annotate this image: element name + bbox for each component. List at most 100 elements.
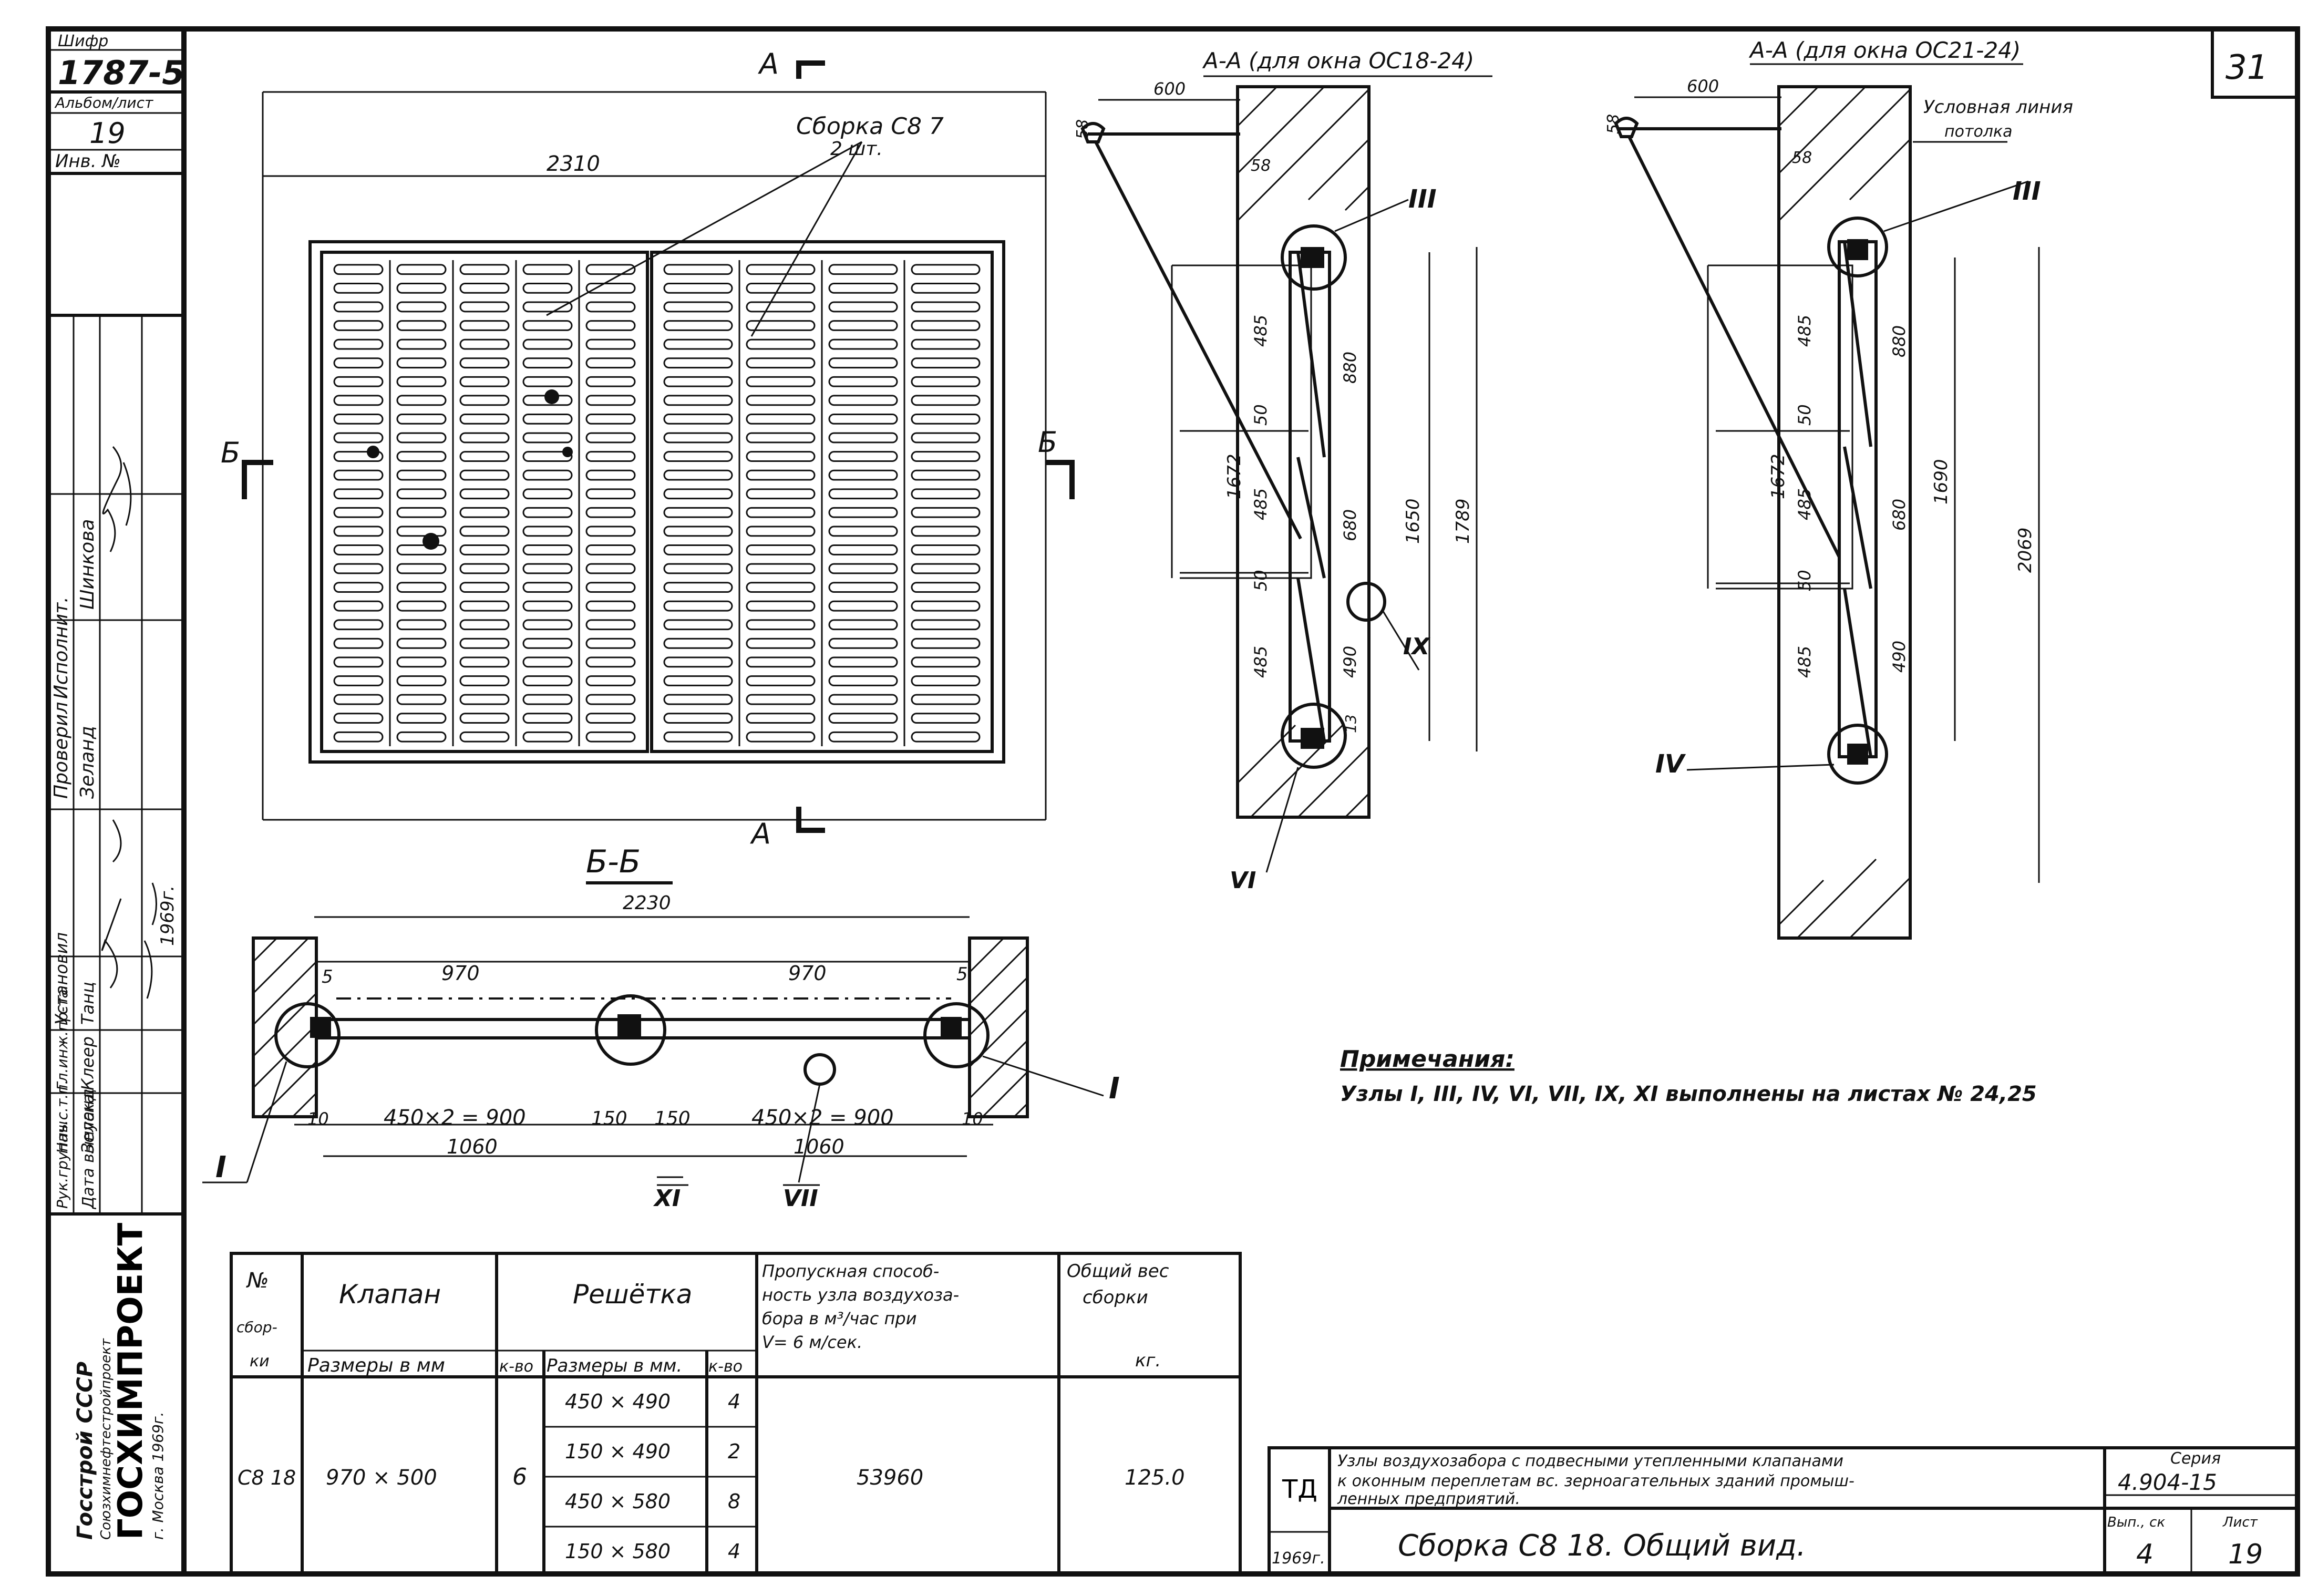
grille-slot — [522, 713, 573, 724]
grille-slot — [333, 694, 384, 705]
grille-slot — [333, 526, 384, 537]
aa2-small-dim: 58 — [1792, 149, 1812, 167]
grille-slot — [459, 507, 510, 518]
signer-name-2: Зеланд — [77, 726, 98, 799]
notes-heading: Примечания: — [1340, 1046, 1514, 1073]
grille-slot — [396, 637, 447, 649]
grille-slot — [828, 675, 898, 686]
aa2-node-iii: III — [2013, 177, 2041, 206]
aa2-d490: 490 — [1889, 641, 1909, 673]
aa1-small-dim: 58 — [1251, 157, 1271, 175]
grille-slot — [746, 675, 816, 686]
inv-label: Инв. № — [55, 151, 121, 172]
grille-slot — [828, 488, 898, 500]
grille-slot — [459, 731, 510, 743]
grille-slot — [585, 544, 636, 555]
grille-slot — [585, 357, 636, 369]
grille-slot — [828, 282, 898, 294]
grille-slot — [663, 264, 733, 275]
grille-slot — [911, 526, 981, 537]
signer-role-1: Исполнит. — [50, 596, 72, 699]
grille-slot — [522, 357, 573, 369]
grille-slot — [746, 376, 816, 387]
grille-slot — [396, 282, 447, 294]
grille-slot — [333, 357, 384, 369]
grille-slot — [522, 320, 573, 331]
grille-panel-left — [333, 260, 636, 746]
grille-slot — [333, 395, 384, 406]
grille-slot — [459, 544, 510, 555]
cell-capacity: 53960 — [857, 1466, 923, 1490]
bb-left-total: 1060 — [447, 1135, 498, 1158]
bb-right-span: 970 — [788, 962, 827, 985]
aa1-d880: 880 — [1340, 352, 1360, 384]
grille-slot — [522, 600, 573, 612]
grille-slot — [663, 675, 733, 686]
release-year: 1969г. — [157, 885, 178, 946]
grille-slot — [459, 619, 510, 631]
section-a-bottom: А — [750, 817, 771, 850]
aa2-d485b: 485 — [1795, 488, 1815, 520]
section-aa-2: А-А (для окна ОС21-24) 600 58 58 Условна… — [1604, 37, 2073, 940]
grille-slot — [333, 619, 384, 631]
th-valve-qty: к-во — [499, 1357, 533, 1376]
org-line-2: Союзхимнефтестройпроект — [98, 1338, 114, 1540]
grille-slot — [746, 320, 816, 331]
cell-weight: 125.0 — [1125, 1466, 1185, 1490]
shifr-value: 1787-5 — [58, 54, 184, 92]
grille-slot — [396, 414, 447, 425]
bb-end-b: 10 — [962, 1109, 983, 1129]
grille-slot — [459, 282, 510, 294]
grille-slot — [333, 282, 384, 294]
grille-slot — [333, 320, 384, 331]
grille-slot — [911, 264, 981, 275]
grille-slot — [911, 301, 981, 313]
grille-slot — [585, 563, 636, 574]
grille-slot — [396, 731, 447, 743]
tb-sheet-value: 19 — [2228, 1539, 2263, 1570]
grille-slot — [333, 731, 384, 743]
grille-slot — [459, 338, 510, 350]
grille-slot — [459, 526, 510, 537]
aa2-hatching — [1778, 86, 1911, 939]
th-capacity-3: бора в м³/час при — [762, 1309, 917, 1329]
grille-slot — [911, 338, 981, 350]
grille-slot — [522, 526, 573, 537]
grille-slot — [459, 656, 510, 668]
aa1-node-iii: III — [1408, 184, 1437, 214]
grille-slot — [911, 731, 981, 743]
cell-grille-size-2: 150 × 490 — [565, 1440, 671, 1463]
grille-slot — [663, 637, 733, 649]
grille-slot — [663, 507, 733, 518]
plan-width-dim: 2310 — [547, 152, 600, 176]
grille-slot — [522, 675, 573, 686]
grille-slot — [911, 619, 981, 631]
grille-slot — [828, 731, 898, 743]
notes: Примечания: Узлы I, III, IV, VI, VII, IX… — [1340, 1046, 2037, 1106]
signer-name-5: Зеланд — [78, 1089, 98, 1154]
grille-slot — [746, 600, 816, 612]
grille-slot — [585, 338, 636, 350]
grille-slot — [585, 282, 636, 294]
grille-slot — [911, 282, 981, 294]
grille-slot — [522, 582, 573, 593]
grille-slot — [828, 320, 898, 331]
cell-grille-qty-4: 4 — [728, 1540, 740, 1563]
grille-slot — [746, 451, 816, 462]
cell-grille-size-3: 450 × 580 — [565, 1490, 671, 1513]
grille-slot — [663, 563, 733, 574]
grille-slot — [459, 301, 510, 313]
shifr-label: Шифр — [58, 32, 108, 50]
bb-right-inner: 450×2 = 900 — [751, 1106, 894, 1130]
grille-slot — [746, 563, 816, 574]
aa2-d485a: 485 — [1795, 315, 1815, 347]
aa1-d13: 13 — [1342, 714, 1359, 733]
grille-slot — [459, 414, 510, 425]
grille-slot — [333, 507, 384, 518]
aa2-node-iv: IV — [1655, 749, 1686, 779]
grille-slot — [522, 432, 573, 444]
grille-slot — [396, 451, 447, 462]
grille-slot — [746, 619, 816, 631]
grille-slot — [459, 376, 510, 387]
grille-slot — [522, 376, 573, 387]
